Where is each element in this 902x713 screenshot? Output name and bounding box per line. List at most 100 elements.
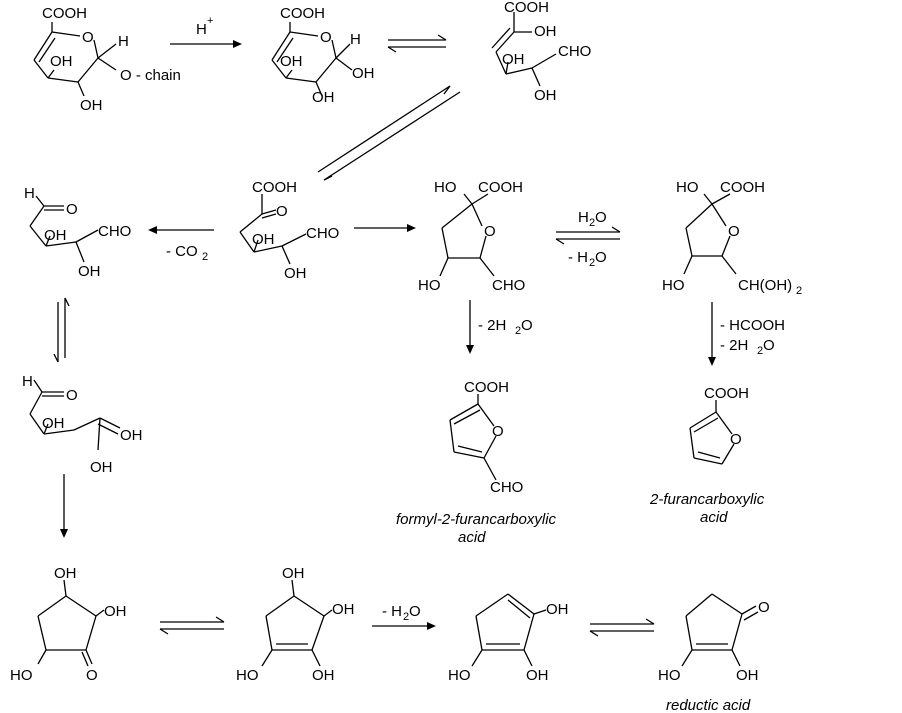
arrow-aldol <box>60 474 68 538</box>
arrow-dehydration-formyl <box>466 300 474 354</box>
m2-oh-label: OH <box>280 53 303 70</box>
arrow-cyclization <box>354 224 416 232</box>
m12-oh-top-label: OH <box>282 565 305 582</box>
arrow-dehydration-furoic <box>708 302 716 366</box>
m4-oh-label: OH <box>252 231 275 248</box>
minus-2h2o-label-2: - 2H <box>720 337 748 354</box>
molecule-furanose-formyl <box>439 193 495 277</box>
equilibrium-arrow-diagonal <box>317 85 461 181</box>
equilibrium-arrow-tautomer <box>589 618 655 637</box>
m6-ho-bottom-label: HO <box>418 277 441 294</box>
m14-ho-label: HO <box>658 667 681 684</box>
molecule-cyclopentadiene-diol <box>471 593 547 667</box>
m8-oh-right-label: OH <box>120 427 143 444</box>
m14-oh-bottom-label: OH <box>736 667 759 684</box>
equilibrium-arrow-1 <box>387 34 447 53</box>
molecule-hemiacetal <box>271 22 353 97</box>
m1-oh-label: OH <box>50 53 73 70</box>
m7-ho-bottom-label: HO <box>662 277 685 294</box>
m5-oh-bottom-label: OH <box>78 263 101 280</box>
m5-h-label: H <box>24 185 35 202</box>
molecule-furanose-hydrate <box>683 193 737 275</box>
caption-furoic-line1: 2-furancarboxylic <box>649 491 765 508</box>
m10-ring-o-label: O <box>730 431 742 448</box>
molecule-formyl-furancarboxylic <box>449 394 497 481</box>
minus-co2-label: - CO <box>166 243 198 260</box>
m5-cho-label: CHO <box>98 223 131 240</box>
m4-oh-bottom-label: OH <box>284 265 307 282</box>
molecule-open-chain <box>491 12 557 87</box>
minus-2h2o-label-1: - 2H <box>478 317 506 334</box>
caption-reductic: reductic acid <box>666 697 751 713</box>
m1-h-label: H <box>118 33 129 50</box>
molecule-cyclopentene-triol <box>261 579 333 667</box>
molecule-reductic-acid <box>681 593 759 667</box>
m14-o-label: O <box>758 599 770 616</box>
m1-oh-bottom-label: OH <box>80 97 103 114</box>
m8-oh-bottom-label: OH <box>90 459 113 476</box>
m7-ho-label: HO <box>676 179 699 196</box>
molecule-cyclopentanone <box>37 579 105 667</box>
m12-oh-right-label: OH <box>332 601 355 618</box>
caption-formyl-line1: formyl-2-furancarboxylic <box>396 511 557 528</box>
m13-oh-bottom-label: OH <box>526 667 549 684</box>
m3-cooh-label: COOH <box>504 0 549 16</box>
m4-keto-o-label: O <box>276 203 288 220</box>
m4-cho-label: CHO <box>306 225 339 242</box>
m5-oh-label: OH <box>44 227 67 244</box>
m8-oh-label: OH <box>42 415 65 432</box>
m7-choh2-label: CH(OH) <box>738 277 792 294</box>
m6-ring-o-label: O <box>484 223 496 240</box>
m12-ho-label: HO <box>236 667 259 684</box>
minus-h2o-sub-1: 2 <box>589 257 595 269</box>
m2-ring-o-label: O <box>320 29 332 46</box>
m1-cooh-label: COOH <box>42 5 87 22</box>
caption-formyl-line2: acid <box>458 529 486 546</box>
h2o-label-h: H <box>578 209 589 226</box>
h-plus-label: H <box>196 21 207 38</box>
m9-ring-o-label: O <box>492 423 504 440</box>
m2-cooh-label: COOH <box>280 5 325 22</box>
m3-oh-top-label: OH <box>534 23 557 40</box>
molecule-keto-acid <box>239 194 307 265</box>
minus-h2o-o-1: O <box>595 249 607 266</box>
m7-cooh-label: COOH <box>720 179 765 196</box>
co2-subscript: 2 <box>202 251 208 263</box>
minus-hcooh-label: - HCOOH <box>720 317 785 334</box>
m3-oh-label: OH <box>502 51 525 68</box>
plus-superscript: + <box>207 15 213 27</box>
m9-cooh-label: COOH <box>464 379 509 396</box>
m11-o-label: O <box>86 667 98 684</box>
m2-oh-bottom-label: OH <box>312 89 335 106</box>
m1-ring-o-label: O <box>82 29 94 46</box>
equilibrium-arrow-vertical <box>53 297 70 363</box>
m9-cho-label: CHO <box>490 479 523 496</box>
molecule-furancarboxylic <box>689 400 735 465</box>
arrow-dehydration-cyclo <box>372 622 436 630</box>
m5-o-label: O <box>66 201 78 218</box>
m12-oh-bottom-label: OH <box>312 667 335 684</box>
molecule-enol-aldehyde <box>29 379 121 451</box>
m3-cho-label: CHO <box>558 43 591 60</box>
m11-ho-label: HO <box>10 667 33 684</box>
m6-ho-label: HO <box>434 179 457 196</box>
molecule-dialdehyde <box>29 195 99 263</box>
m13-ho-label: HO <box>448 667 471 684</box>
m11-oh-top-label: OH <box>54 565 77 582</box>
m7-choh2-sub: 2 <box>796 285 802 297</box>
minus-2h2o-o-1: O <box>521 317 533 334</box>
minus-2h2o-sub-2: 2 <box>757 345 763 357</box>
m1-o-chain-label: O - chain <box>120 67 181 84</box>
h2o-label-sub: 2 <box>589 217 595 229</box>
m4-cooh-label: COOH <box>252 179 297 196</box>
molecule-glycoside <box>33 22 117 97</box>
m7-ring-o-label: O <box>728 223 740 240</box>
m2-h-label: H <box>350 31 361 48</box>
m10-cooh-label: COOH <box>704 385 749 402</box>
equilibrium-arrow-enol <box>159 616 225 635</box>
minus-2h2o-o-2: O <box>763 337 775 354</box>
minus-h2o-label-1: - H <box>568 249 588 266</box>
m8-h-label: H <box>22 373 33 390</box>
m11-oh-right-label: OH <box>104 603 127 620</box>
